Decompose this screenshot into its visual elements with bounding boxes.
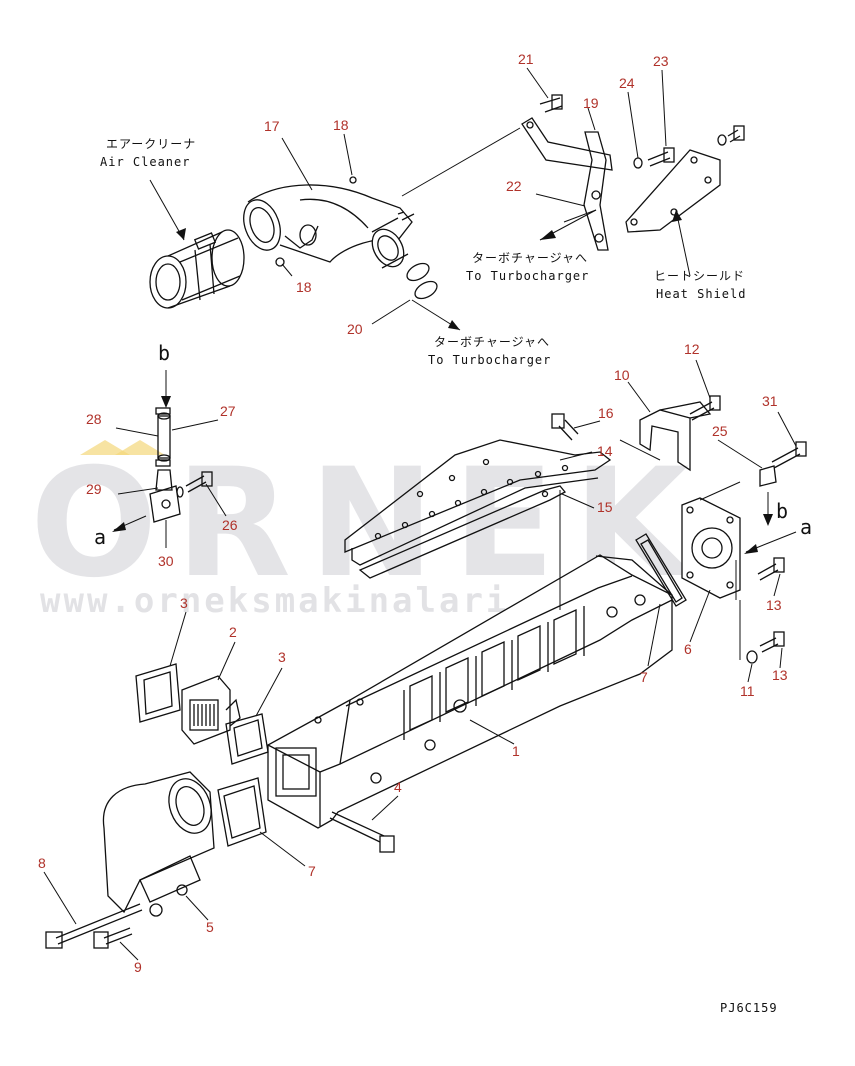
heater-assembly <box>135 663 269 847</box>
callout-14: 14 <box>597 443 613 459</box>
front-cover <box>681 497 741 599</box>
assembly-lines <box>559 439 741 660</box>
to-turbo-caption-en-2: To Turbocharger <box>428 353 551 367</box>
air-cleaner-hose <box>149 229 245 309</box>
to-turbo-caption-jp-2: ターボチャージャへ <box>434 335 550 349</box>
callout-17: 17 <box>264 118 280 134</box>
callout-15: 15 <box>597 499 613 515</box>
to-turbo-caption-jp-1: ターボチャージャへ <box>472 251 588 265</box>
callout-31: 31 <box>762 393 778 409</box>
callout-4: 4 <box>394 779 402 795</box>
bracket-assembly <box>521 94 745 251</box>
callout-2: 2 <box>229 624 237 640</box>
leader-lines <box>43 67 797 961</box>
callout-3-right: 3 <box>278 649 286 665</box>
heat-shield-caption-en: Heat Shield <box>656 287 746 301</box>
small-pipe-assembly <box>149 407 213 523</box>
direction-arrows <box>112 179 797 554</box>
callout-25: 25 <box>712 423 728 439</box>
drawing-code: PJ6C159 <box>720 1001 778 1015</box>
callout-26: 26 <box>222 517 238 533</box>
inlet-elbow <box>45 771 395 949</box>
callout-8: 8 <box>38 855 46 871</box>
callout-numbers: 21 19 24 23 17 18 22 18 20 12 10 31 16 2… <box>38 51 788 975</box>
view-letter-b-right: b <box>776 499 788 523</box>
watermark: ORNEK www.orneksmakinalari.com.tr <box>30 437 689 621</box>
callout-6: 6 <box>684 641 692 657</box>
heat-shield-caption-jp: ヒートシールド <box>654 269 745 283</box>
callout-29: 29 <box>86 481 102 497</box>
callout-18-bottom: 18 <box>296 279 312 295</box>
callout-30: 30 <box>158 553 174 569</box>
callout-21: 21 <box>518 51 534 67</box>
callout-13-upper: 13 <box>766 597 782 613</box>
callout-28: 28 <box>86 411 102 427</box>
callout-9: 9 <box>134 959 142 975</box>
air-cleaner-caption-en: Air Cleaner <box>100 155 190 169</box>
air-cleaner-caption-jp: エアークリーナ <box>106 137 196 151</box>
view-letter-b-top: b <box>158 341 170 365</box>
callout-20: 20 <box>347 321 363 337</box>
callout-7-right: 7 <box>640 669 648 685</box>
callout-22: 22 <box>506 178 522 194</box>
callout-5: 5 <box>206 919 214 935</box>
callout-23: 23 <box>653 53 669 69</box>
callout-24: 24 <box>619 75 635 91</box>
callout-7-left: 7 <box>308 863 316 879</box>
callout-10: 10 <box>614 367 630 383</box>
callout-16: 16 <box>598 405 614 421</box>
callout-1: 1 <box>512 743 520 759</box>
cover-gasket <box>344 439 612 566</box>
callout-18-top: 18 <box>333 117 349 133</box>
view-letter-a-right: a <box>800 515 812 539</box>
view-letter-a-left: a <box>94 525 106 549</box>
callout-3-left: 3 <box>180 595 188 611</box>
callout-11: 11 <box>740 683 755 699</box>
callout-13-lower: 13 <box>772 667 788 683</box>
o-rings <box>406 262 438 300</box>
to-turbo-caption-en-1: To Turbocharger <box>466 269 589 283</box>
right-bolts <box>551 395 807 664</box>
gasket-right <box>635 533 687 607</box>
callout-12: 12 <box>684 341 700 357</box>
callout-19: 19 <box>583 95 599 111</box>
callout-27: 27 <box>220 403 236 419</box>
intake-manifold <box>267 554 673 829</box>
rear-seal <box>358 485 567 579</box>
intake-elbow <box>243 176 415 269</box>
